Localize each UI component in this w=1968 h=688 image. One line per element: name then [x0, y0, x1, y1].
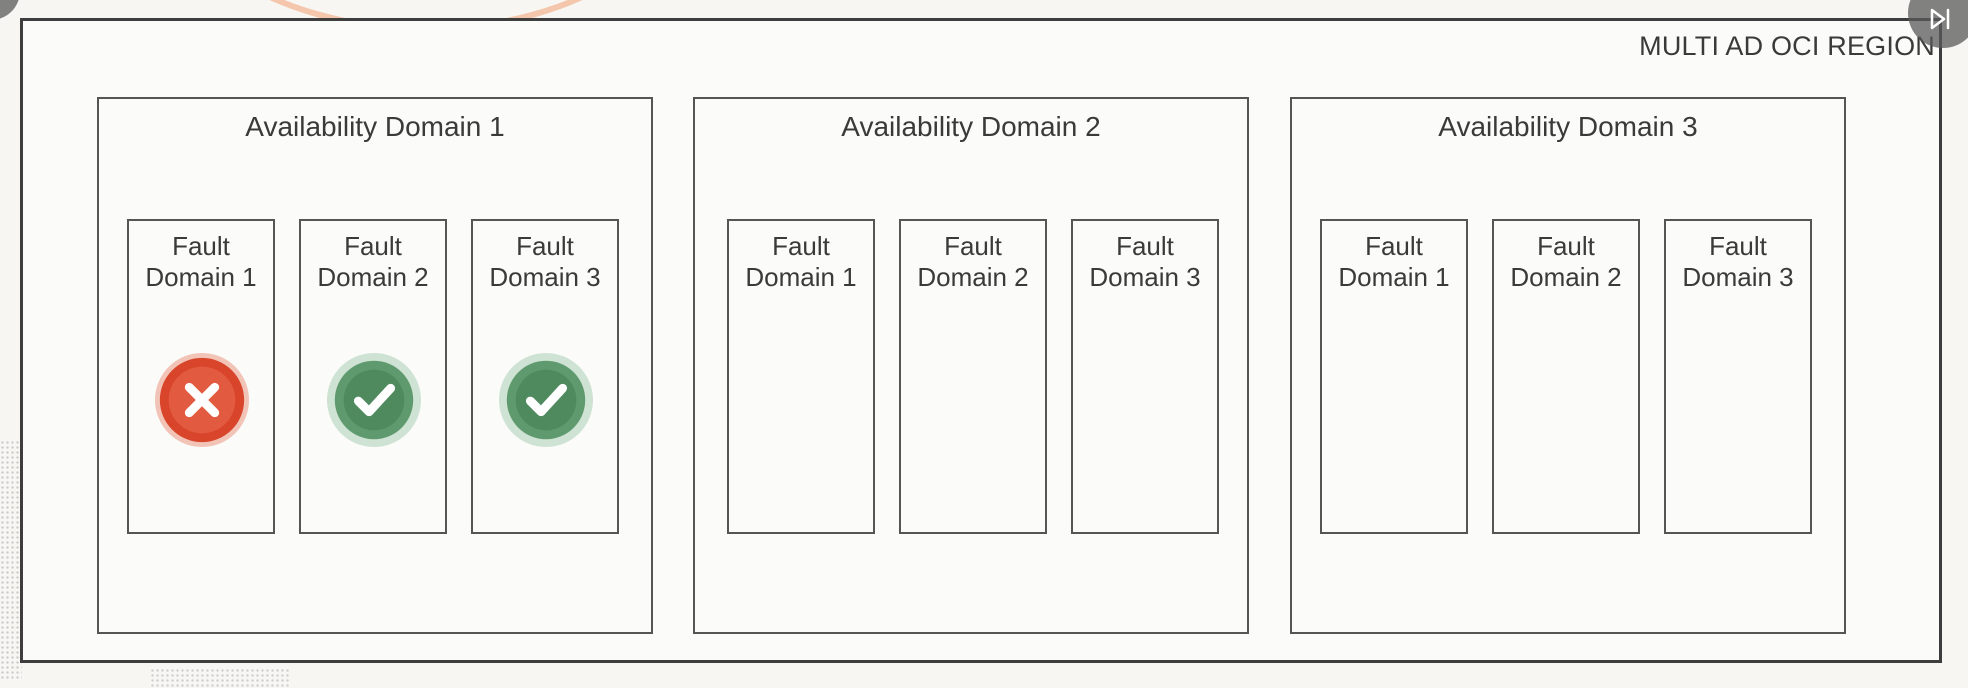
availability-domain-title: Availability Domain 1 [245, 111, 505, 142]
fault-domain-1: Fault Domain 1 [1320, 219, 1468, 534]
overlay-corner-button[interactable] [0, 0, 20, 20]
availability-domain-title: Availability Domain 2 [841, 111, 1101, 142]
background-dot-pattern [150, 668, 290, 688]
fault-domain-label: Fault Domain 2 [1510, 231, 1622, 292]
region-label: MULTI AD OCI REGION [1639, 31, 1935, 61]
fault-domain-label: Fault Domain 2 [917, 231, 1029, 292]
fault-domain-label: Fault Domain 1 [745, 231, 857, 292]
background-dot-pattern [0, 440, 22, 680]
fault-domain-label: Fault Domain 1 [145, 231, 257, 292]
check-circle-icon [498, 352, 594, 448]
fault-domain-3: Fault Domain 3 [471, 219, 619, 534]
fault-domain-label: Fault Domain 2 [317, 231, 429, 292]
check-circle-icon [326, 352, 422, 448]
skip-forward-icon [1930, 8, 1950, 30]
availability-domain-title: Availability Domain 3 [1438, 111, 1698, 142]
fault-domain-2: Fault Domain 2 [1492, 219, 1640, 534]
oci-region-frame: MULTI AD OCI REGION Availability Domain … [20, 18, 1942, 663]
fault-domain-label: Fault Domain 3 [489, 231, 601, 292]
availability-domain-2: Availability Domain 2 Fault Domain 1 Fau… [693, 97, 1249, 634]
fault-domain-1: Fault Domain 1 [127, 219, 275, 534]
fault-domain-1: Fault Domain 1 [727, 219, 875, 534]
availability-domain-1: Availability Domain 1 Fault Domain 1 Fau… [97, 97, 653, 634]
fault-domain-3: Fault Domain 3 [1071, 219, 1219, 534]
fault-domain-2: Fault Domain 2 [299, 219, 447, 534]
fault-domain-label: Fault Domain 3 [1682, 231, 1794, 292]
fault-domain-3: Fault Domain 3 [1664, 219, 1812, 534]
fault-domain-label: Fault Domain 3 [1089, 231, 1201, 292]
x-circle-icon [154, 352, 250, 448]
fault-domain-label: Fault Domain 1 [1338, 231, 1450, 292]
availability-domain-3: Availability Domain 3 Fault Domain 1 Fau… [1290, 97, 1846, 634]
fault-domain-2: Fault Domain 2 [899, 219, 1047, 534]
